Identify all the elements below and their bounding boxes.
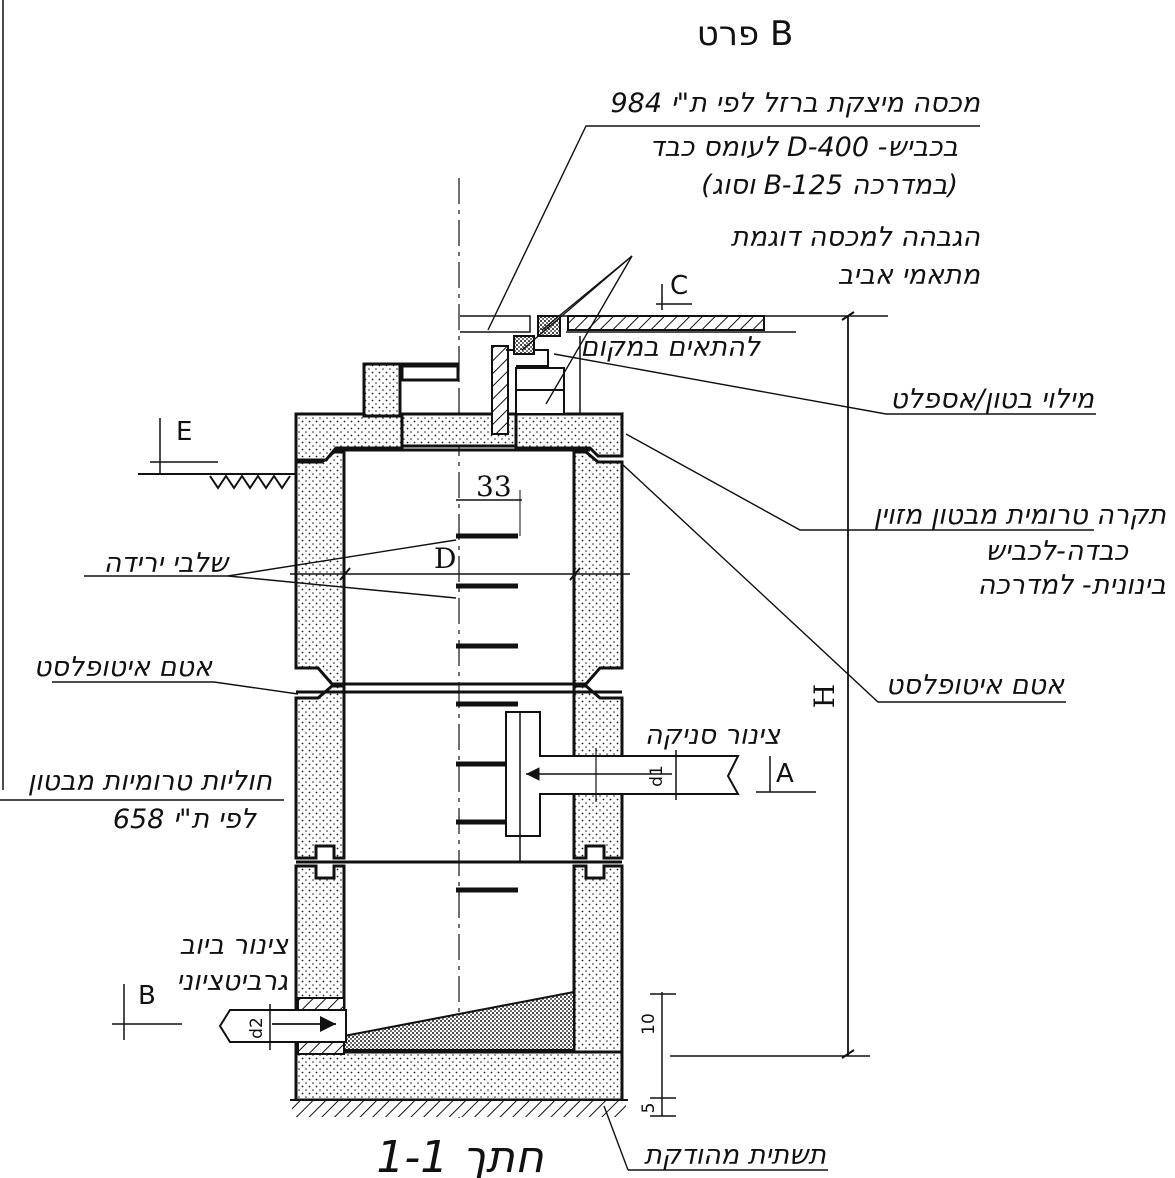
label-slab-3: בינונית- למדרכה <box>978 570 1166 601</box>
label-cover-2: לעומס כבד D-400 -בכביש <box>650 132 958 163</box>
compacted-base-hatch <box>290 1099 628 1117</box>
label-fit-local: להתאים במקום <box>580 332 761 363</box>
svg-text:A: A <box>776 759 794 789</box>
dim-d2: d2 <box>247 1017 267 1039</box>
label-rings-1: חוליות טרומיות מבטון <box>28 766 273 797</box>
base-slab <box>294 1050 624 1102</box>
suction-pipe-fitting <box>505 711 740 862</box>
section-title: חתך 1-1 <box>376 1132 543 1178</box>
marker-e: E <box>150 417 218 474</box>
middle-ring-left <box>294 684 346 860</box>
svg-text:C: C <box>670 271 688 301</box>
top-ring-left <box>294 450 346 686</box>
bottom-ring-right <box>572 864 624 1054</box>
svg-text:E: E <box>176 417 192 447</box>
dim-h: H <box>808 684 841 708</box>
marker-c: C <box>656 271 692 310</box>
label-cover-3: (וסוג B-125 במדרכה) <box>701 170 958 201</box>
label-slab-1: תקרה טרומית מבטון מזוין <box>874 500 1167 531</box>
drain-pipe <box>218 997 347 1055</box>
dim-d1: d1 <box>647 765 667 787</box>
roof-slab-left <box>294 412 404 462</box>
label-rungs: שלבי ירידה <box>104 548 230 579</box>
neck-block-left <box>362 362 402 418</box>
dim-10: 10 <box>639 1013 659 1035</box>
ground-line <box>138 473 296 490</box>
label-raise-1: הגבהה למכסה דוגמת <box>731 222 981 253</box>
top-ring-right <box>572 450 624 686</box>
label-drain-2: גרביטציוני <box>176 966 288 997</box>
detail-title: פרט B <box>697 14 794 54</box>
label-seal-left: אטם איטופלסט <box>34 652 213 683</box>
label-fill: מילוי בטון/אספלט <box>890 384 1095 415</box>
dim-d: D <box>434 542 456 575</box>
label-suction-pipe: צינור סניקה <box>645 720 781 751</box>
roof-slab-right <box>514 412 624 458</box>
label-raise-2: מתאמי אביב <box>838 260 981 291</box>
marker-b: B <box>112 981 182 1040</box>
label-slab-2: כבדה-לכביש <box>986 536 1129 567</box>
ladder-rungs <box>456 533 518 893</box>
leader-lines <box>0 125 1096 1171</box>
label-rings-2: לפי ת"י 658 <box>113 804 258 835</box>
label-seal-right: אטם איטופלסט <box>886 670 1065 701</box>
label-drain-1: צינור ביוב <box>179 930 289 961</box>
dim-33: 33 <box>476 470 512 503</box>
label-base: תשתית מהודקת <box>644 1140 826 1171</box>
marker-a: A <box>756 756 816 793</box>
label-cover-1: מכסה מיצקת ברזל לפי ת"י 984 <box>610 88 980 119</box>
svg-text:B: B <box>138 981 156 1011</box>
dim-5: 5 <box>639 1103 659 1114</box>
